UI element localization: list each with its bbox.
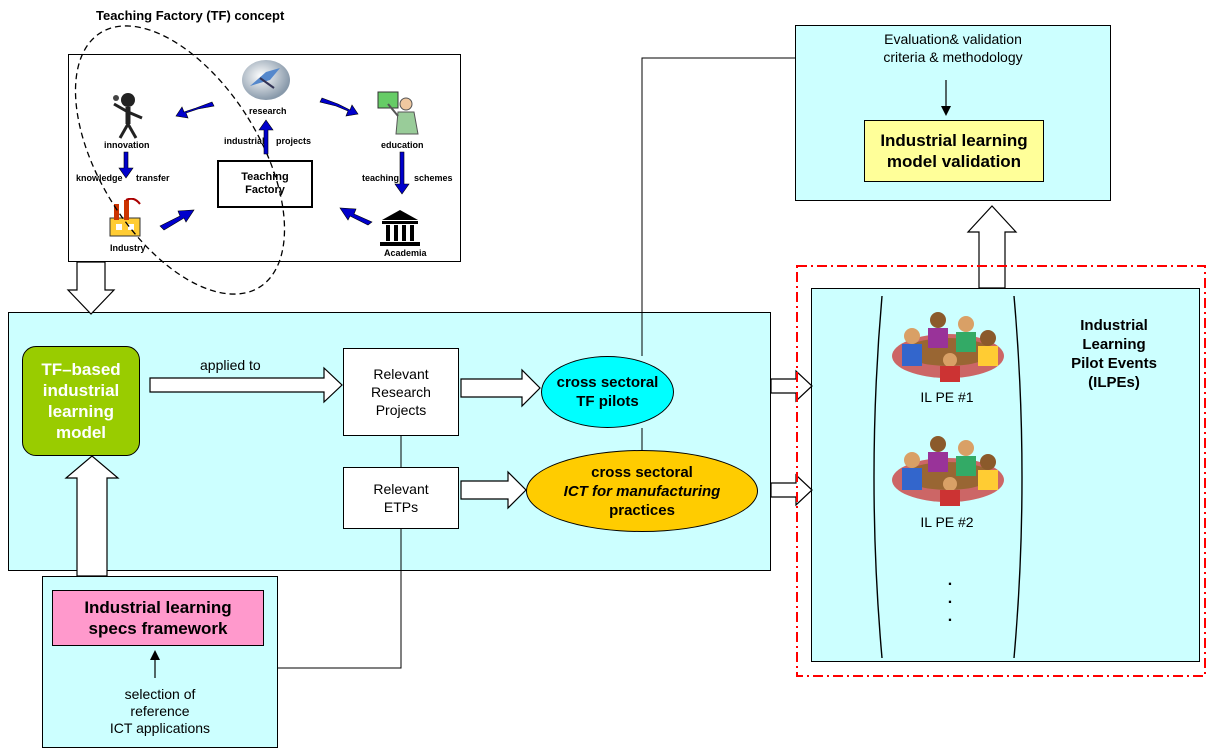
ict-line1: cross sectoral	[591, 463, 693, 481]
teaching-factory-box: Teaching Factory	[217, 160, 313, 208]
etps-box: Relevant ETPs	[343, 467, 459, 529]
teaching-label: teaching	[362, 173, 400, 183]
specs-framework-box: Industrial learning specs framework	[52, 590, 264, 646]
transfer-label: transfer	[136, 173, 170, 183]
tf-pilots-line1: cross sectoral	[556, 374, 659, 391]
meeting-icon-2	[892, 436, 1004, 506]
industrial-label: industrial	[224, 136, 265, 146]
industry-label: Industry	[110, 243, 146, 253]
knowledge-label: knowledge	[76, 173, 123, 183]
research-icon	[242, 60, 290, 100]
tf-concept-title: Teaching Factory (TF) concept	[96, 8, 285, 23]
validation-criteria: Evaluation& validation criteria & method…	[883, 31, 1023, 65]
pe2-label: IL PE #2	[920, 514, 974, 530]
tf-model-box: TF–based industrial learning model	[22, 346, 140, 456]
arrow-main-to-pe2	[770, 473, 813, 507]
pe1-label: IL PE #1	[920, 389, 974, 405]
arrow-pilots-to-validation	[966, 205, 1018, 289]
projects-label: projects	[276, 136, 312, 146]
selection-label: selection of reference ICT applications	[109, 686, 211, 736]
arrow-main-to-pe1	[770, 369, 813, 403]
innovation-label: innovation	[104, 140, 150, 150]
innovation-icon	[113, 93, 143, 139]
research-label: research	[249, 106, 287, 116]
education-icon	[377, 91, 419, 135]
tf-pilots-ellipse: cross sectoral TF pilots	[541, 356, 674, 428]
academia-icon	[380, 210, 420, 246]
ict-ellipse: cross sectoral ICT for manufacturing pra…	[526, 450, 758, 532]
education-label: education	[381, 140, 424, 150]
ict-line2: ICT for manufacturing	[563, 482, 721, 500]
ict-line3: practices	[609, 501, 675, 519]
industry-icon	[109, 198, 141, 237]
academia-label: Academia	[384, 248, 427, 258]
model-validation-box: Industrial learning model validation	[864, 120, 1044, 182]
applied-to-label: applied to	[200, 357, 261, 373]
more-pe-dots: . . .	[947, 572, 953, 625]
schemes-label: schemes	[414, 173, 453, 183]
arrow-concept-to-model	[66, 261, 116, 315]
meeting-icon-1	[892, 312, 1004, 382]
tf-pilots-line2: TF pilots	[576, 393, 639, 410]
research-projects-box: Relevant Research Projects	[343, 348, 459, 436]
ilpe-title: Industrial Learning Pilot Events (ILPEs)	[1071, 317, 1157, 391]
